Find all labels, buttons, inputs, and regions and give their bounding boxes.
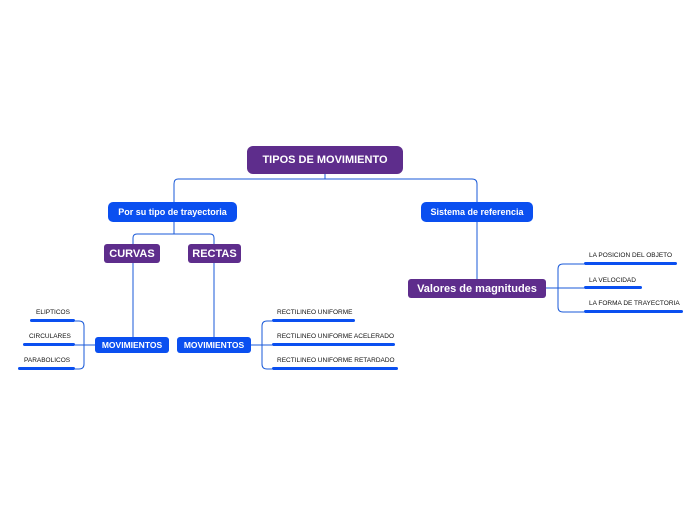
topic-valores-magnitudes[interactable]: Valores de magnitudes: [408, 279, 546, 298]
leaf-underline: [272, 367, 398, 370]
leaf-underline: [584, 262, 677, 265]
leaf-velocidad[interactable]: LA VELOCIDAD: [589, 277, 636, 284]
leaf-rectilineo-acelerado[interactable]: RECTILINEO UNIFORME ACELERADO: [277, 333, 395, 340]
leaf-rectilineo-uniforme[interactable]: RECTILINEO UNIFORME: [277, 309, 353, 316]
leaf-forma-trayectoria[interactable]: LA FORMA DE TRAYECTORIA: [589, 300, 680, 307]
topic-curvas[interactable]: CURVAS: [104, 244, 160, 263]
leaf-underline: [584, 310, 683, 313]
leaf-underline: [23, 343, 75, 346]
branch-trayectoria[interactable]: Por su tipo de trayectoria: [108, 202, 237, 222]
leaf-underline: [30, 319, 75, 322]
leaf-elipticos[interactable]: ELIPTICOS: [36, 309, 70, 316]
topic-rectas[interactable]: RECTAS: [188, 244, 241, 263]
leaf-parabolicos[interactable]: PARABOLICOS: [24, 357, 71, 364]
leaf-underline: [272, 319, 355, 322]
leaf-underline: [584, 286, 642, 289]
branch-referencia[interactable]: Sistema de referencia: [421, 202, 533, 222]
root-topic[interactable]: TIPOS DE MOVIMIENTO: [247, 146, 403, 174]
leaf-underline: [18, 367, 75, 370]
leaf-rectilineo-retardado[interactable]: RECTILINEO UNIFORME RETARDADO: [277, 357, 395, 364]
leaf-posicion-objeto[interactable]: LA POSICION DEL OBJETO: [589, 252, 673, 259]
leaf-underline: [272, 343, 395, 346]
leaf-circulares[interactable]: CIRCULARES: [29, 333, 71, 340]
topic-movimientos-curvas[interactable]: MOVIMIENTOS: [95, 337, 169, 353]
topic-movimientos-rectas[interactable]: MOVIMIENTOS: [177, 337, 251, 353]
